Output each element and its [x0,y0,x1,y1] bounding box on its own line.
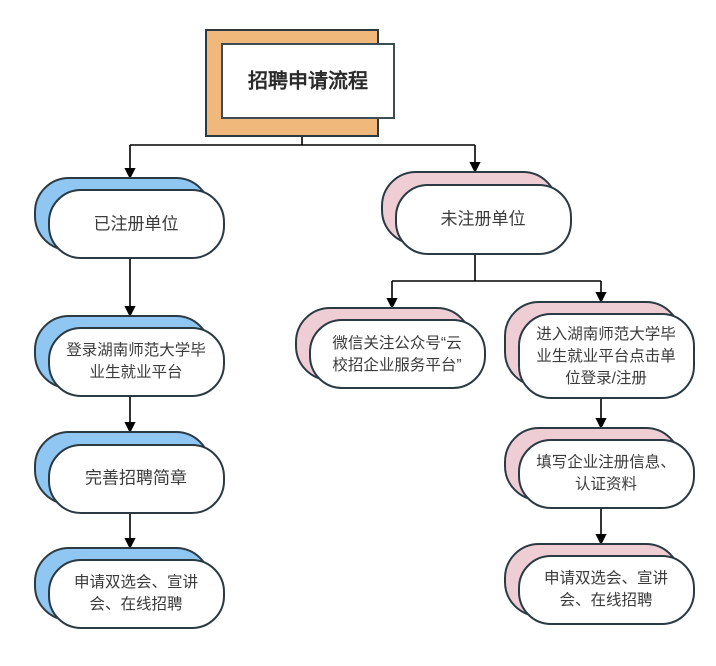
right-step-1-line-2: 业生就业平台点击单 [536,347,676,365]
node-left-step-1[interactable]: 登录湖南师范大学毕 业生就业平台 [34,315,225,397]
registered-box [48,189,225,259]
right-step-1-line-3: 位登录/注册 [565,369,647,387]
left-step-1-line-1: 登录湖南师范大学毕 [66,341,206,359]
left-step-3-line-1: 申请双选会、宣讲 [74,573,198,591]
node-right-step-1[interactable]: 进入湖南师范大学毕 业生就业平台点击单 位登录/注册 [504,301,695,399]
unregistered-box [395,184,572,255]
node-title[interactable]: 招聘申请流程 [205,29,395,137]
left-step-3-line-2: 会、在线招聘 [89,595,182,613]
node-mid-step-1[interactable]: 微信关注公众号“云 校招企业服务平台” [295,307,486,389]
title-box [221,43,395,119]
right-step-3-box [518,555,695,625]
mid-step-1-box [309,319,486,389]
node-registered[interactable]: 已注册单位 [34,177,225,259]
node-left-step-3[interactable]: 申请双选会、宣讲 会、在线招聘 [34,547,225,629]
left-step-2-box [48,444,225,514]
right-step-1-line-1: 进入湖南师范大学毕 [536,325,676,343]
unregistered-label: 未注册单位 [441,209,526,228]
node-right-step-3[interactable]: 申请双选会、宣讲 会、在线招聘 [504,543,695,625]
node-left-step-2[interactable]: 完善招聘简章 [34,431,225,514]
right-step-3-line-2: 会、在线招聘 [559,591,652,609]
registered-label: 已注册单位 [94,214,179,233]
mid-step-1-line-2: 校招企业服务平台” [332,356,461,374]
node-right-step-2[interactable]: 填写企业注册信息、 认证资料 [504,427,695,509]
right-step-1-box [518,313,695,399]
connector-layer [124,118,607,550]
right-step-2-line-1: 填写企业注册信息、 [536,453,676,471]
right-step-2-box [518,439,695,509]
left-step-1-line-2: 业生就业平台 [89,363,182,381]
right-step-2-line-2: 认证资料 [575,475,637,493]
left-step-2-label: 完善招聘简章 [85,468,187,487]
node-unregistered[interactable]: 未注册单位 [381,171,572,255]
title-label: 招聘申请流程 [248,68,368,92]
left-step-1-box [48,327,225,397]
left-step-3-box [48,559,225,629]
mid-step-1-line-1: 微信关注公众号“云 [332,334,461,352]
right-step-3-line-1: 申请双选会、宣讲 [544,569,668,587]
